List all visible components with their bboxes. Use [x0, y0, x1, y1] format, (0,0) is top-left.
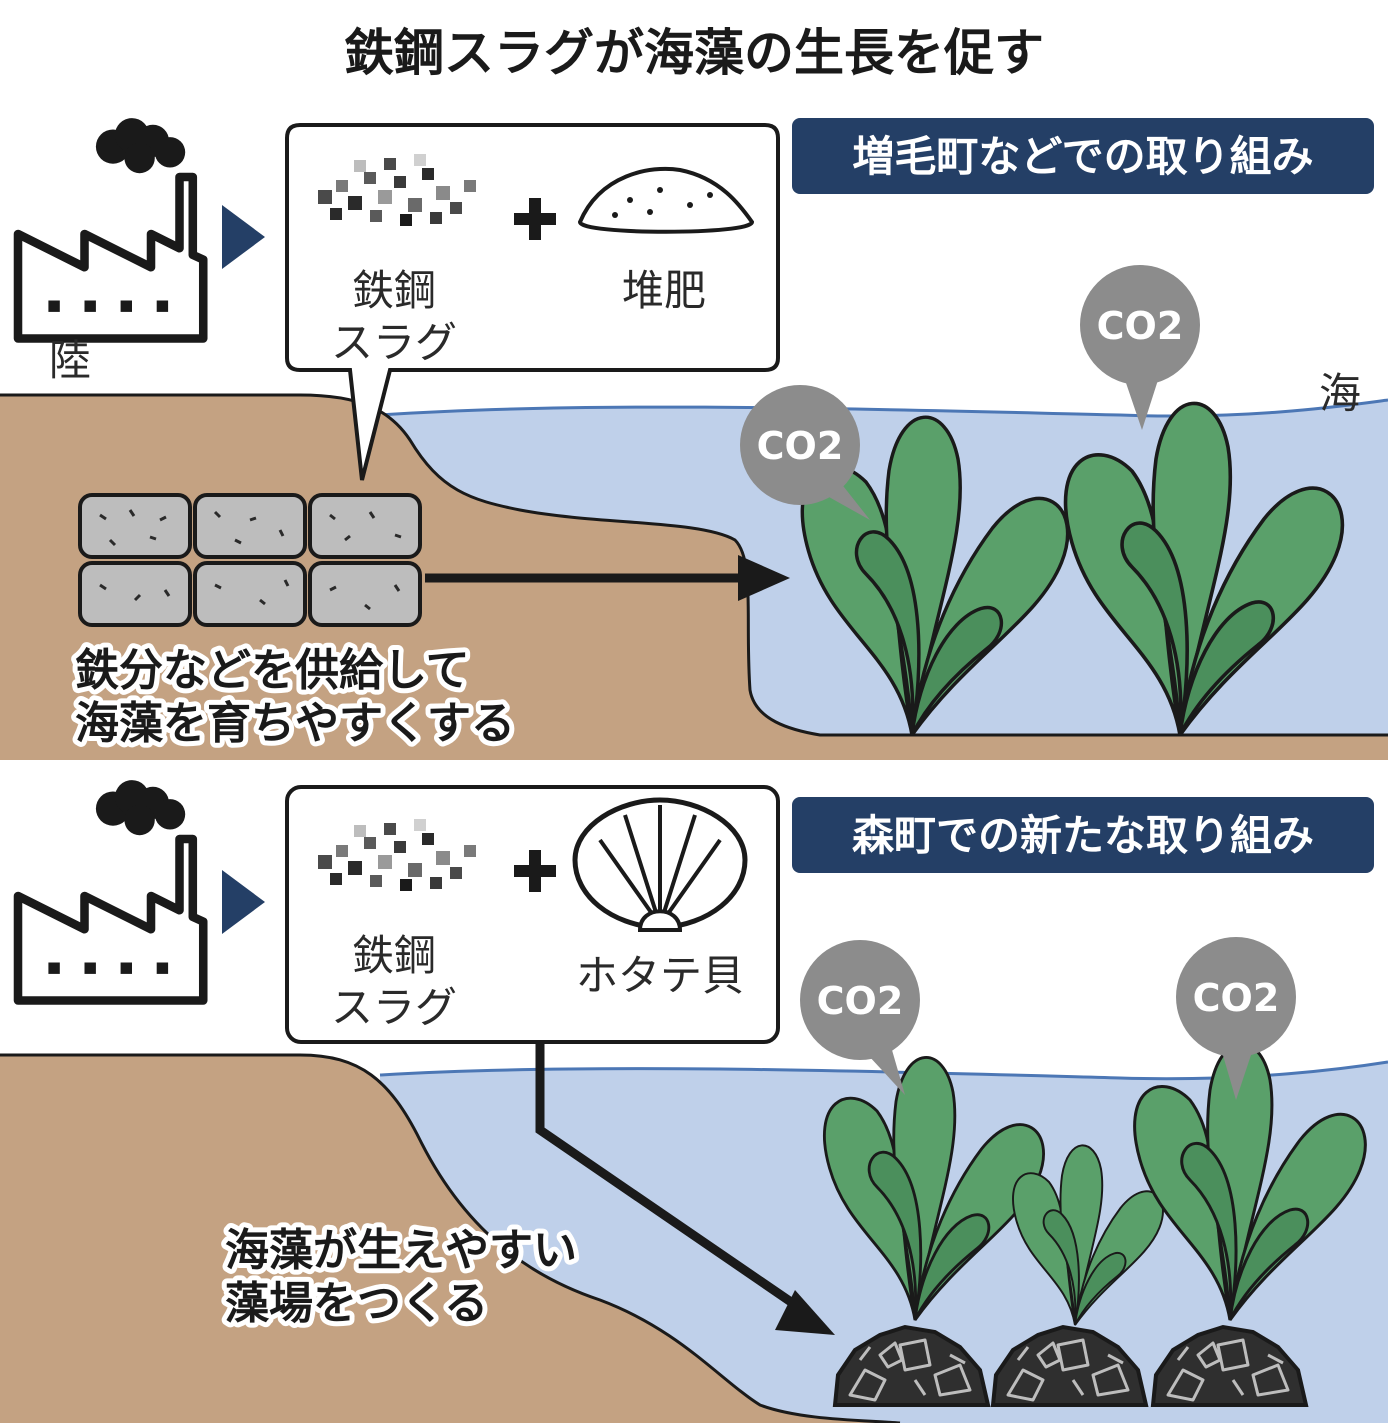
diagram-title: 鉄鋼スラグが海藻の生長を促す: [344, 24, 1044, 82]
slag-block: [193, 561, 307, 627]
supply-arrowhead-icon: [738, 555, 790, 601]
material-scallop: ホタテ貝: [576, 951, 744, 1000]
panel-divider: [0, 760, 1388, 772]
material-slag-line1: 鉄鋼: [352, 266, 436, 315]
bottom-caption-line1: 海藻が生えやすい: [225, 1225, 577, 1276]
co2-label: CO2: [817, 979, 904, 1023]
process-arrow-icon: [222, 870, 265, 934]
slag-blocks: [78, 493, 422, 627]
co2-bubble-icon: CO2: [800, 940, 920, 1095]
slag-block: [308, 493, 422, 559]
co2-bubble-icon: CO2: [740, 385, 870, 520]
bottom-badge-label: 森町での新たな取り組み: [852, 811, 1314, 860]
reef-arrow: [535, 1042, 813, 1319]
material-slag-line1: 鉄鋼: [352, 931, 436, 980]
sea-surface: [379, 1060, 1388, 1081]
reef-arrowhead-icon: [775, 1290, 835, 1335]
slag-block: [308, 561, 422, 627]
compost-icon: [577, 166, 755, 234]
plus-icon: [514, 850, 556, 892]
factory-icon: [18, 780, 203, 1000]
top-badge: [792, 118, 1374, 194]
material-compost: 堆肥: [622, 266, 706, 315]
top-caption-line2: 海藻を育ちやすくする: [75, 698, 515, 749]
plus-icon: [514, 198, 556, 240]
bottom-badge: [792, 797, 1374, 873]
co2-bubble-icon: CO2: [1176, 937, 1296, 1100]
top-badge-label: 増毛町などでの取り組み: [852, 132, 1313, 181]
slag-block: [78, 561, 192, 627]
slag-block: [193, 493, 307, 559]
top-panel: 鉄鋼 スラグ 堆肥 増毛町などでの取り組み 陸 海 鉄分などを供給して: [0, 118, 1388, 760]
co2-label: CO2: [1097, 304, 1184, 348]
co2-label: CO2: [1193, 976, 1280, 1020]
scallop-icon: [572, 797, 748, 932]
top-caption-line1: 鉄分などを供給して: [75, 645, 470, 696]
bottom-caption-line2: 藻場をつくる: [225, 1278, 488, 1329]
shoreline: [0, 393, 1388, 737]
process-arrow-icon: [222, 205, 265, 269]
co2-bubble-icon: CO2: [1080, 265, 1200, 430]
land-label: 陸: [49, 336, 91, 385]
material-slag-line2: スラグ: [331, 983, 457, 1032]
bottom-panel: 鉄鋼 スラグ ホタテ貝 森町での新たな取り組み 海藻が生えやすい 藻場をつくる: [0, 780, 1388, 1425]
slag-block: [78, 493, 192, 559]
sea-label: 海: [1319, 369, 1361, 418]
sea-surface: [379, 398, 1388, 418]
factory-icon: [18, 118, 203, 338]
shoreline: [0, 1053, 901, 1425]
co2-label: CO2: [757, 424, 844, 468]
land-area: [0, 1055, 900, 1423]
material-slag-line2: スラグ: [331, 318, 457, 367]
